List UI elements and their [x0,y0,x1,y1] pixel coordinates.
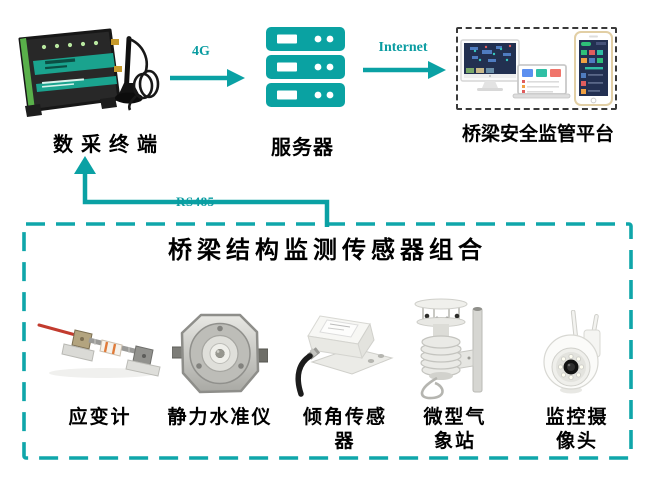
terminal-foot-left [25,104,42,117]
terminal-left-edge [20,38,35,111]
terminal-connector-top [111,39,119,45]
data-terminal-device-image [18,28,160,117]
static-level-image [172,313,268,394]
sensor-strain-gauge: 应变计 [25,294,175,430]
server-label: 服务器 [271,137,334,159]
terminal-label: 数采终端 [53,134,165,156]
platform-devices-image [460,31,613,106]
smartphone-icon [574,31,613,106]
tilt-sensor-image [295,315,394,397]
link-label-internet: Internet [378,40,428,55]
server-icon [266,27,345,107]
arrow-sensors-to-terminal [74,156,330,227]
terminal-lower-strip [36,76,117,92]
sensor-static-level: 静力水准仪 [165,294,275,430]
terminal-foot-right [100,97,117,109]
weather-station-caption: 微型气象站 [423,407,487,452]
desktop-monitor-icon [460,39,520,91]
laptop-icon [512,64,571,99]
terminal-connector-mid [114,66,122,72]
platform-devices-frame [456,27,617,110]
sensor-camera: 监控摄像头 [527,294,627,454]
link-label-rs485: RS485 [176,194,215,209]
arrow-terminal-to-server [170,69,245,87]
camera-caption: 监控摄像头 [545,407,609,452]
terminal-teal-band [33,53,115,75]
sensor-group-box: 桥梁结构监测传感器组合 [22,222,633,460]
arrow-server-to-platform [363,61,446,79]
static-level-caption: 静力水准仪 [167,407,273,428]
strain-gauge-caption: 应变计 [68,407,132,428]
link-label-4g: 4G [192,44,210,59]
sensor-weather-station: 微型气象站 [399,294,511,454]
weather-station-image [414,298,483,400]
sensor-tilt: 倾角传感器 [289,294,401,454]
camera-image [543,310,601,394]
terminal-led-row [41,40,99,50]
sensor-box-title: 桥梁结构监测传感器组合 [168,237,487,264]
tilt-sensor-caption: 倾角传感器 [302,407,387,452]
platform-label: 桥梁安全监管平台 [461,124,614,145]
strain-gauge-image [37,323,161,378]
antenna-cable [126,36,160,111]
